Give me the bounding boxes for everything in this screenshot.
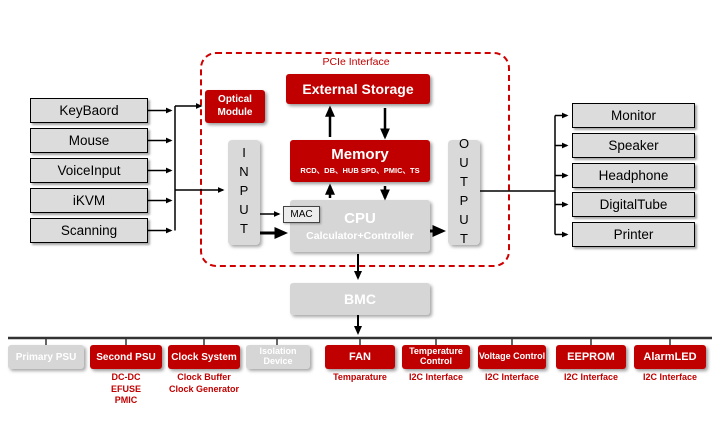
core-dashed-boundary	[200, 52, 510, 267]
right-device-headphone: Headphone	[572, 163, 695, 188]
temperature-control-note: I2C Interface	[408, 372, 464, 382]
left-device-scanning: Scanning	[30, 218, 148, 243]
cpu-box: CPU Calculator+Controller	[290, 200, 430, 252]
cpu-title: CPU	[344, 210, 376, 227]
module-isolation-device: Isolation Device	[246, 345, 310, 369]
output-bar: OUTPUT	[448, 136, 480, 250]
cpu-subtitle: Calculator+Controller	[306, 230, 414, 242]
module-temperature-control: Temperature Control	[402, 345, 470, 369]
clock-system-note: Clock Buffer Clock Generator	[168, 372, 240, 394]
eeprom-note: I2C Interface	[563, 372, 619, 382]
module-fan: FAN	[325, 345, 395, 369]
memory-box: Memory RCD、DB、HUB SPD、PMIC、TS	[290, 140, 430, 182]
right-device-printer: Printer	[572, 222, 695, 247]
module-clock-system: Clock System	[168, 345, 240, 369]
left-device-keybaord: KeyBaord	[30, 98, 148, 123]
memory-subtitle: RCD、DB、HUB SPD、PMIC、TS	[300, 166, 420, 176]
module-second-psu: Second PSU	[90, 345, 162, 369]
pcie-interface-label: PCIe Interface	[322, 56, 390, 68]
output-label: OUTPUT	[456, 135, 472, 250]
left-device-mouse: Mouse	[30, 128, 148, 153]
input-bar: INPUT	[228, 140, 260, 245]
module-voltage-control: Voltage Control	[478, 345, 546, 369]
input-label: INPUT	[236, 145, 252, 240]
module-alarmled: AlarmLED	[634, 345, 706, 369]
bmc-box: BMC	[290, 283, 430, 315]
module-eeprom: EEPROM	[556, 345, 626, 369]
voltage-control-note: I2C Interface	[484, 372, 540, 382]
optical-module-box: Optical Module	[205, 90, 265, 123]
left-device-ikvm: iKVM	[30, 188, 148, 213]
right-device-monitor: Monitor	[572, 103, 695, 128]
alarmled-note: I2C Interface	[642, 372, 698, 382]
external-storage-box: External Storage	[286, 74, 430, 104]
second-psu-note: DC-DC EFUSE PMIC	[110, 372, 141, 406]
fan-note: Temparature	[333, 372, 387, 382]
module-primary-psu: Primary PSU	[8, 345, 84, 369]
mac-box: MAC	[283, 206, 320, 223]
memory-title: Memory	[331, 145, 389, 163]
left-device-voiceinput: VoiceInput	[30, 158, 148, 183]
right-device-digitaltube: DigitalTube	[572, 192, 695, 217]
right-device-speaker: Speaker	[572, 133, 695, 158]
